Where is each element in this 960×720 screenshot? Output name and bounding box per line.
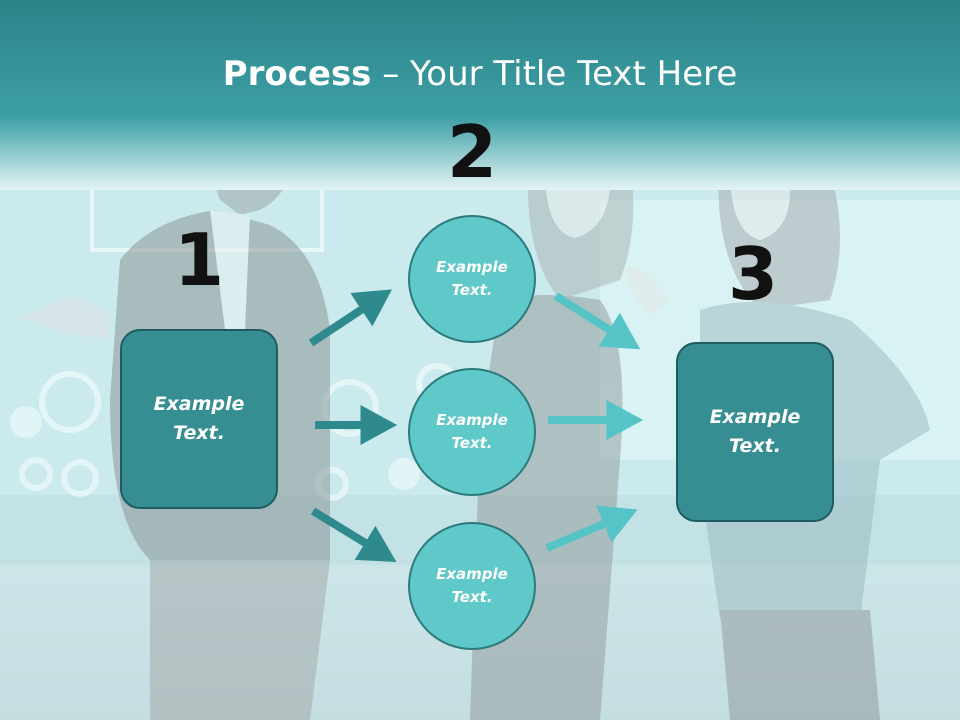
circle-3-label-line1: Example <box>436 565 508 583</box>
circle-1-label-line2: Text. <box>451 281 493 299</box>
circle-1-label-line1: Example <box>436 258 508 276</box>
circle-2-label-line1: Example <box>436 411 508 429</box>
arrow-to-circle-1 <box>308 289 393 347</box>
step-3-label-line1: Example <box>709 406 801 428</box>
step-1-box[interactable]: Example Text. <box>120 329 278 509</box>
circle-2-label: Example Text. <box>436 409 508 455</box>
circle-3-label-line2: Text. <box>451 588 493 606</box>
step-number-1: 1 <box>173 218 225 302</box>
title-bold: Process <box>222 54 372 94</box>
circle-1-label: Example Text. <box>436 256 508 302</box>
step-1-label-line2: Text. <box>173 422 225 444</box>
step-1-label-line1: Example <box>153 393 245 415</box>
arrow-to-circle-3 <box>310 507 397 563</box>
step-number-2: 2 <box>446 110 498 194</box>
step-number-3: 3 <box>727 232 779 316</box>
slide-title: Process – Your Title Text Here <box>0 52 960 96</box>
circle-3-label: Example Text. <box>436 563 508 609</box>
arrow-from-circle-3 <box>545 505 638 552</box>
circle-3[interactable]: Example Text. <box>408 522 536 650</box>
step-3-label-line2: Text. <box>729 435 781 457</box>
arrow-from-circle-1 <box>553 292 641 350</box>
step-1-label: Example Text. <box>154 390 245 448</box>
circle-1[interactable]: Example Text. <box>408 215 536 343</box>
step-3-label: Example Text. <box>710 403 801 461</box>
title-rest: – Your Title Text Here <box>371 54 738 94</box>
circle-2[interactable]: Example Text. <box>408 368 536 496</box>
circle-2-label-line2: Text. <box>451 434 493 452</box>
step-3-box[interactable]: Example Text. <box>676 342 834 522</box>
